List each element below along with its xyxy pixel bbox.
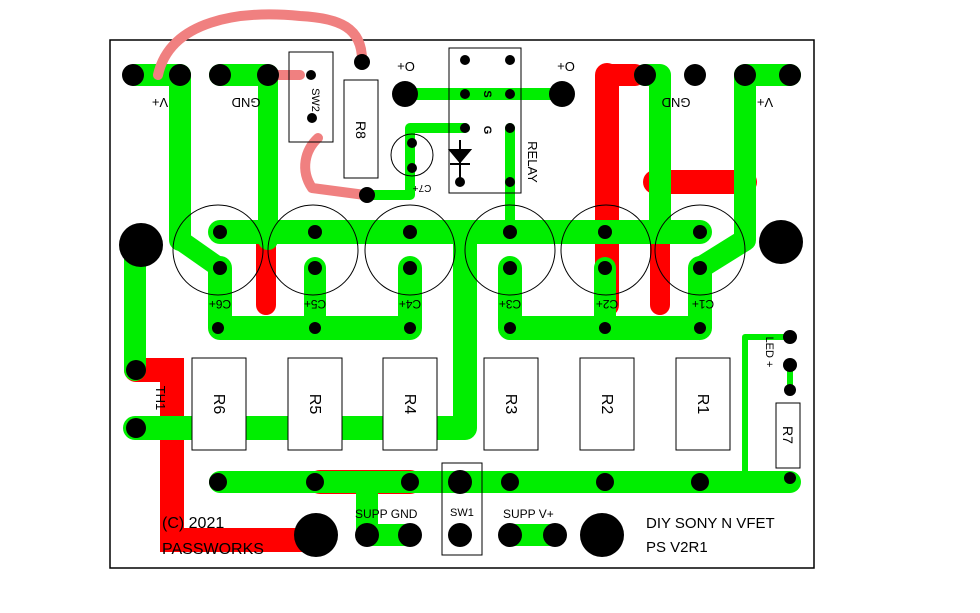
- title-line2: PS V2R1: [646, 539, 708, 556]
- capacitor-labels: C6+ C5+ C4+ C3+ C2+ C1+: [209, 297, 714, 311]
- mounting-holes: [119, 220, 803, 557]
- relay-s-label: S: [481, 90, 493, 97]
- cap-label: C5+: [304, 297, 326, 311]
- label-right-gnd: GND: [662, 95, 691, 110]
- supp-gnd-label: SUPP GND: [355, 507, 418, 521]
- label-c7: C7+: [413, 182, 432, 193]
- label-r8: R8: [353, 121, 369, 139]
- res-label: R4: [401, 394, 418, 415]
- label-o-left: O+: [397, 59, 415, 74]
- cap-label: C6+: [209, 297, 231, 311]
- copyright-line2: PASSWORKS: [162, 541, 264, 558]
- supp-vplus-label: SUPP V+: [503, 507, 554, 521]
- pads: [122, 54, 801, 547]
- res-label: R5: [306, 394, 323, 415]
- led-label: LED +: [763, 337, 775, 368]
- terminal-labels: V+ GND GND V+ O+ O+ SW2 C7+ R8: [152, 59, 773, 193]
- label-left-gnd: GND: [232, 95, 261, 110]
- capacitor-outlines: [172, 204, 746, 296]
- relay-outline: [288, 47, 522, 556]
- cap-label: C3+: [499, 297, 521, 311]
- label-o-right: O+: [557, 59, 575, 74]
- sw1-label: SW1: [450, 507, 474, 519]
- relay-g-label: G: [481, 126, 493, 135]
- title-line1: DIY SONY N VFET: [646, 515, 775, 532]
- cap-label: C1+: [692, 297, 714, 311]
- cap-label: C4+: [399, 297, 421, 311]
- misc-labels: RELAY S G TH1 LED + SUPP GND SUPP V+ SW1…: [153, 90, 775, 558]
- diode-symbol: [447, 140, 473, 178]
- resistor-labels: R6 R5 R4 R3 R2 R1 R7: [210, 394, 796, 444]
- res-label: R6: [210, 394, 227, 415]
- relay-label: RELAY: [525, 141, 540, 183]
- res-label: R3: [502, 394, 519, 415]
- cap-label: C2+: [596, 297, 618, 311]
- copyright-line1: (C) 2021: [162, 515, 224, 532]
- label-left-vplus: V+: [152, 95, 168, 110]
- res-label: R1: [694, 394, 711, 415]
- res-label: R2: [598, 394, 615, 415]
- label-right-vplus: V+: [757, 95, 773, 110]
- res-label-r7: R7: [780, 426, 796, 444]
- resistor-bodies: [191, 79, 801, 469]
- label-sw2: SW2: [309, 88, 321, 112]
- th1-label: TH1: [153, 386, 168, 411]
